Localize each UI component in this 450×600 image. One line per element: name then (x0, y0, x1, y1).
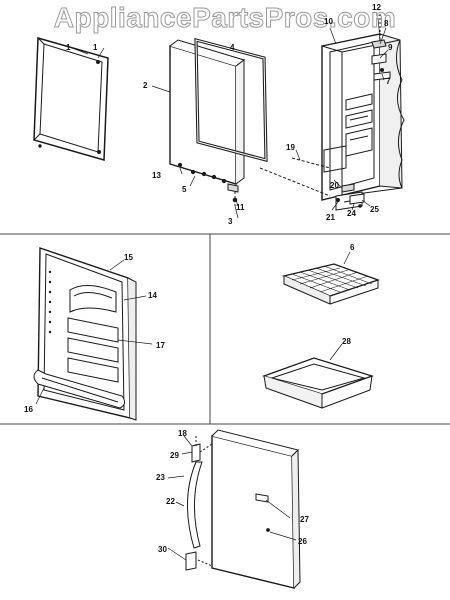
callout-16: 16 (24, 405, 33, 414)
callout-8: 8 (384, 19, 389, 28)
callout-1b: 1 (93, 43, 98, 52)
callout-7: 7 (386, 77, 391, 86)
door-screws (177, 162, 227, 184)
door-gasket (194, 37, 268, 163)
callout-21: 21 (326, 213, 335, 222)
callout-22: 22 (166, 497, 175, 506)
leader-lines-top (71, 17, 389, 219)
hinge-pin-rod (259, 157, 331, 197)
callout-6: 6 (350, 243, 355, 252)
outer-door-panel (211, 429, 301, 589)
callout-11: 11 (236, 203, 245, 212)
leader-lines-bottom (167, 435, 297, 561)
callout-13: 13 (152, 171, 161, 180)
ice-bin-tray (261, 357, 375, 409)
ice-cube-tray (281, 263, 380, 305)
callout-1a: 1 (66, 43, 71, 52)
callout-23: 23 (156, 473, 165, 482)
callout-3: 3 (228, 217, 233, 226)
callout-9: 9 (388, 43, 393, 52)
callout-15: 15 (124, 253, 133, 262)
door-liner-assembly (33, 247, 137, 421)
callout-18: 18 (178, 429, 187, 438)
callout-25: 25 (370, 205, 379, 214)
callout-10: 10 (324, 17, 333, 26)
callout-4: 4 (230, 43, 235, 52)
bottom-hinge (227, 183, 239, 206)
callout-labels: 1 1 2 3 4 5 7 8 9 10 11 12 13 19 20 21 2… (24, 3, 393, 554)
callout-26: 26 (298, 537, 307, 546)
callout-2: 2 (143, 81, 148, 90)
door-gasket-frame (33, 37, 109, 161)
bottom-small-parts (336, 183, 365, 208)
top-hinge-parts (371, 14, 391, 81)
callout-28: 28 (342, 337, 351, 346)
callout-17: 17 (156, 341, 165, 350)
callout-30: 30 (158, 545, 167, 554)
section-dividers (0, 233, 450, 425)
door-handle (185, 436, 213, 571)
callout-24: 24 (347, 209, 356, 218)
door-panel (169, 39, 246, 185)
callout-20: 20 (330, 181, 339, 190)
callout-5: 5 (182, 185, 187, 194)
callout-29: 29 (170, 451, 179, 460)
callout-14: 14 (148, 291, 157, 300)
callout-12: 12 (372, 3, 381, 12)
callout-19: 19 (286, 143, 295, 152)
callout-27: 27 (300, 515, 309, 524)
leader-lines-middle-left (35, 259, 153, 405)
leader-lines-middle-right (329, 251, 351, 361)
